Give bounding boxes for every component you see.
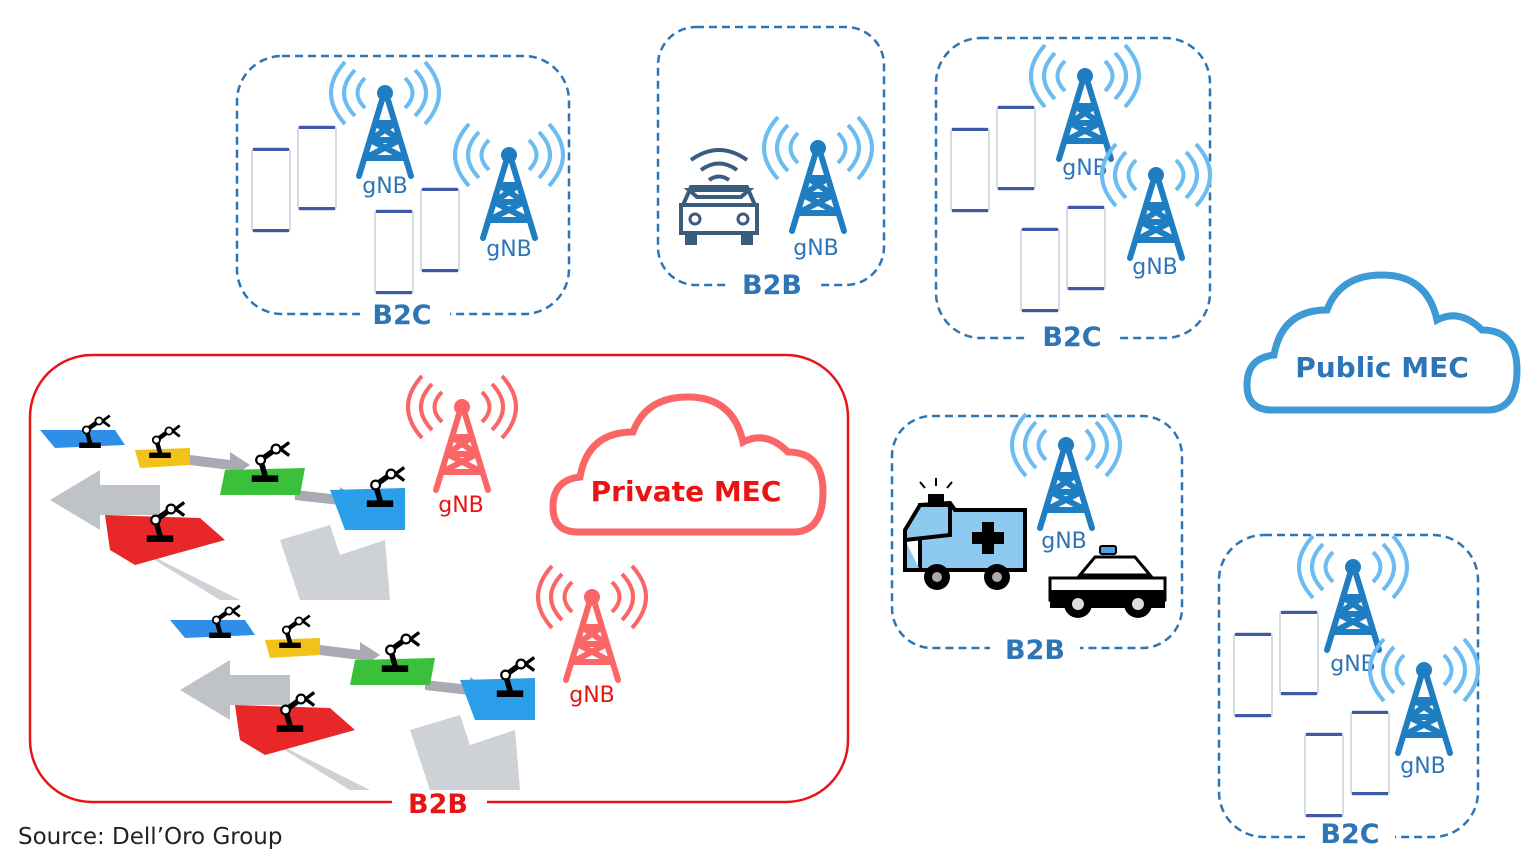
cell-tower-icon (455, 124, 563, 238)
group-b2c-mid: B2C gNB gNB (934, 36, 1210, 353)
private-mec-label: Private MEC (591, 475, 782, 508)
group-label: B2B (1005, 635, 1065, 666)
cell-tower-icon (764, 117, 872, 231)
cell-tower-icon (538, 566, 646, 680)
cloud-icon (1247, 275, 1517, 410)
phone-icon (420, 187, 460, 273)
phone-icon (1350, 710, 1390, 796)
cell-tower-icon (1012, 414, 1120, 528)
cell-tower-icon (1102, 144, 1210, 258)
phone-icon (1066, 205, 1106, 291)
group-b2c-left: B2C gNB gNB (235, 54, 571, 331)
group-label: B2B (408, 789, 468, 820)
group-b2b-private: B2B gNB gNB Private MEC (28, 353, 850, 820)
gnb-label: gNB (569, 683, 615, 708)
gnb-label: gNB (1041, 529, 1087, 554)
source-caption: Source: Dell’Oro Group (18, 824, 283, 850)
cloud-icon (553, 397, 823, 532)
factory-floor-1 (40, 416, 405, 600)
group-b2b-emergency: B2B gNB (890, 414, 1184, 666)
group-label: B2C (372, 300, 431, 331)
phone-icon (1304, 732, 1344, 818)
phone-icon (374, 209, 414, 295)
factory-floor-2 (170, 606, 535, 790)
gnb-label: gNB (793, 236, 839, 261)
group-label: B2B (742, 270, 802, 301)
public-mec-label: Public MEC (1295, 351, 1469, 384)
group-label: B2C (1320, 819, 1379, 850)
connected-car-icon (679, 148, 759, 245)
phone-icon (996, 105, 1036, 191)
phone-icon (1279, 610, 1319, 696)
gnb-label: gNB (1132, 255, 1178, 280)
gnb-label: gNB (438, 493, 484, 518)
group-b2b-car: B2B gNB (656, 25, 886, 301)
cell-tower-icon (331, 62, 439, 176)
phone-icon (950, 127, 990, 213)
ambulance-icon (903, 478, 1027, 590)
phone-icon (297, 125, 337, 211)
public-mec-cloud: Public MEC (1247, 275, 1517, 410)
private-mec-cloud: Private MEC (553, 397, 823, 532)
police-car-icon (1048, 545, 1167, 618)
phone-icon (251, 147, 291, 233)
gnb-label: gNB (362, 174, 408, 199)
phone-icon (1233, 632, 1273, 718)
group-b2c-right: B2C gNB gNB (1217, 535, 1478, 850)
gnb-label: gNB (486, 237, 532, 262)
gnb-label: gNB (1400, 754, 1446, 779)
cell-tower-icon (408, 376, 516, 490)
cell-tower-icon (1031, 45, 1139, 159)
phone-icon (1020, 227, 1060, 313)
group-label: B2C (1042, 322, 1101, 353)
